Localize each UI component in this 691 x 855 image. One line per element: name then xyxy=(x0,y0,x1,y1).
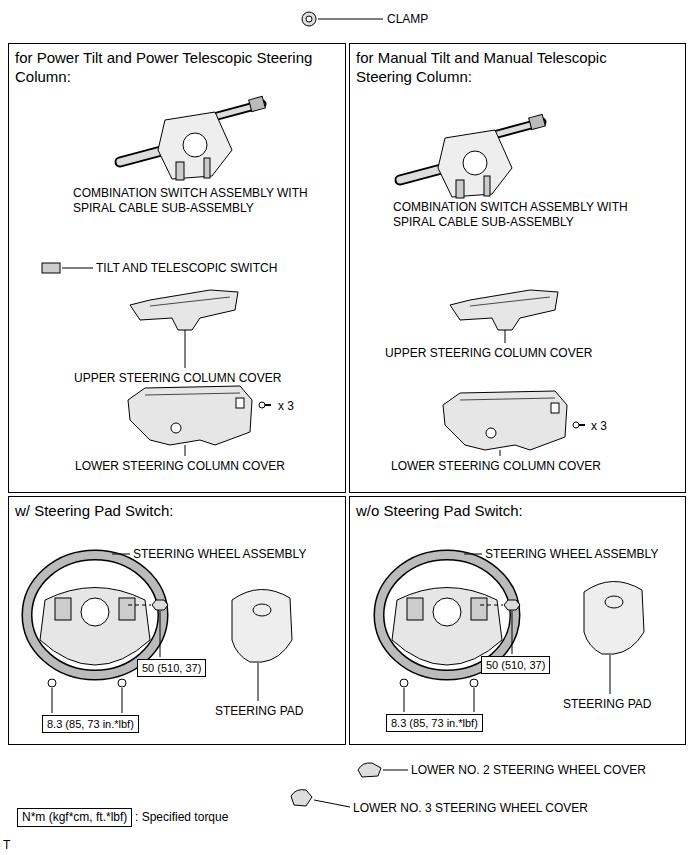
part-label: STEERING PAD xyxy=(215,704,303,719)
part-label: STEERING PAD xyxy=(563,697,651,712)
panel-heading: w/ Steering Pad Switch: xyxy=(9,497,315,520)
part-label: STEERING WHEEL ASSEMBLY xyxy=(133,547,306,562)
torque-box: 8.3 (85, 73 in.*lbf) xyxy=(42,715,139,733)
panel-heading: for Power Tilt and Power Telescopic Stee… xyxy=(9,44,315,86)
part-label: COMBINATION SWITCH ASSEMBLY WITH SPIRAL … xyxy=(393,200,655,230)
part-label: COMBINATION SWITCH ASSEMBLY WITH SPIRAL … xyxy=(73,186,335,216)
variant-panel: for Manual Tilt and Manual Telescopic St… xyxy=(349,43,686,493)
torque-box: 8.3 (85, 73 in.*lbf) xyxy=(386,714,483,732)
torque-value: 50 (510, 37) xyxy=(486,658,545,672)
part-label: STEERING WHEEL ASSEMBLY xyxy=(485,547,658,562)
torque-box: 50 (510, 37) xyxy=(137,659,206,677)
part-label: LOWER NO. 3 STEERING WHEEL COVER xyxy=(353,801,588,816)
torque-value: 8.3 (85, 73 in.*lbf) xyxy=(391,716,478,730)
panel-heading: w/o Steering Pad Switch: xyxy=(350,497,656,520)
part-label: T xyxy=(3,838,10,853)
part-label: TILT AND TELESCOPIC SWITCH xyxy=(96,261,277,276)
panel-heading: for Manual Tilt and Manual Telescopic St… xyxy=(350,44,656,86)
part-label: LOWER NO. 2 STEERING WHEEL COVER xyxy=(411,763,646,778)
torque-value: N*m (kgf*cm, ft.*lbf) xyxy=(22,810,127,825)
part-label: UPPER STEERING COLUMN COVER xyxy=(74,371,281,386)
part-label: x 3 xyxy=(278,399,294,414)
torque-box: 50 (510, 37) xyxy=(481,656,550,674)
torque-box: N*m (kgf*cm, ft.*lbf) xyxy=(17,808,132,827)
torque-value: 8.3 (85, 73 in.*lbf) xyxy=(47,717,134,731)
part-label: CLAMP xyxy=(387,12,428,27)
torque-value: 50 (510, 37) xyxy=(142,661,201,675)
part-label: LOWER STEERING COLUMN COVER xyxy=(75,459,285,474)
part-label: x 3 xyxy=(591,419,607,434)
part-label: : Specified torque xyxy=(135,810,228,825)
part-label: UPPER STEERING COLUMN COVER xyxy=(385,346,592,361)
part-label: LOWER STEERING COLUMN COVER xyxy=(391,459,601,474)
